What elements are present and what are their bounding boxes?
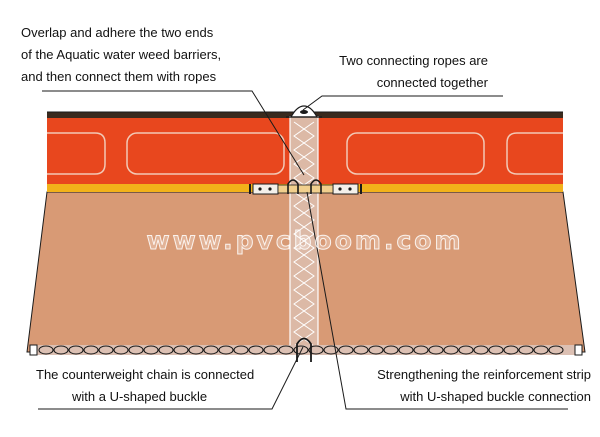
chain-link — [68, 345, 84, 355]
chain-link — [503, 345, 519, 355]
chain-link — [83, 345, 99, 355]
lacing-rope-b — [293, 121, 315, 347]
chain-link — [173, 345, 189, 355]
rope-knot-icon — [286, 105, 322, 118]
leader-line-bottom-right — [306, 191, 568, 410]
float-cell — [346, 132, 485, 175]
annotation-chain-line-1: The counterweight chain is connected — [36, 367, 255, 382]
annotation-overlap-line-2: of the Aquatic water weed barriers, — [21, 47, 222, 62]
leader-line-top-left — [42, 90, 305, 176]
float-cell — [126, 132, 285, 175]
clamp-plate-icon — [332, 183, 362, 195]
chain-link — [293, 345, 309, 355]
annotation-ropes-line-1: Two connecting ropes are — [339, 53, 488, 68]
chain-link — [53, 345, 69, 355]
chain-link — [278, 345, 294, 355]
chain-link — [488, 345, 504, 355]
chain-link — [413, 345, 429, 355]
chain-link — [263, 345, 279, 355]
leader-lines — [38, 90, 568, 410]
chain-link — [218, 345, 234, 355]
chain-link — [383, 345, 399, 355]
annotation-strip-line-2: with U-shaped buckle connection — [400, 389, 591, 404]
chain-link — [128, 345, 144, 355]
chain-link — [533, 345, 549, 355]
chain-link — [308, 345, 324, 355]
counterweight-chain — [29, 344, 583, 356]
chain-link — [428, 345, 444, 355]
annotation-strip-line-1: Strengthening the reinforcement strip — [377, 367, 591, 382]
chain-link — [158, 345, 174, 355]
leader-line-bottom-left — [38, 346, 304, 410]
chain-end-block — [574, 344, 583, 356]
float-cell — [47, 132, 106, 175]
float-cell — [506, 132, 563, 175]
chain-links — [38, 345, 564, 355]
chain-link — [458, 345, 474, 355]
u-shaped-buckle-icon — [287, 179, 322, 194]
chain-link — [98, 345, 114, 355]
annotation-overlap-line-3: and then connect them with ropes — [21, 69, 217, 84]
chain-link — [398, 345, 414, 355]
chain-link — [518, 345, 534, 355]
chain-end-block — [29, 344, 38, 356]
annotation-overlap-line-1: Overlap and adhere the two ends — [21, 25, 214, 40]
annotation-chain-line-2: with a U-shaped buckle — [72, 389, 208, 404]
chain-link — [443, 345, 459, 355]
clamp-plate-icon — [249, 183, 279, 195]
chain-link — [38, 345, 54, 355]
chain-band — [32, 345, 580, 355]
chain-link — [473, 345, 489, 355]
chain-link — [548, 345, 564, 355]
reinforcement-strip — [277, 184, 334, 194]
lacing-rope-a — [293, 121, 315, 347]
chain-link — [203, 345, 219, 355]
annotation-ropes-line-2: connected together — [376, 75, 488, 90]
chain-link — [233, 345, 249, 355]
chain-link — [323, 345, 339, 355]
chain-link — [353, 345, 369, 355]
watermark: www.pvcboom.com — [146, 226, 464, 256]
leader-line-top-right — [302, 95, 503, 111]
u-shaped-buckle-icon — [296, 337, 312, 362]
chain-link — [143, 345, 159, 355]
chain-link — [338, 345, 354, 355]
chain-link — [188, 345, 204, 355]
chain-link — [113, 345, 129, 355]
float-cells — [47, 132, 563, 175]
chain-link — [368, 345, 384, 355]
chain-link — [248, 345, 264, 355]
